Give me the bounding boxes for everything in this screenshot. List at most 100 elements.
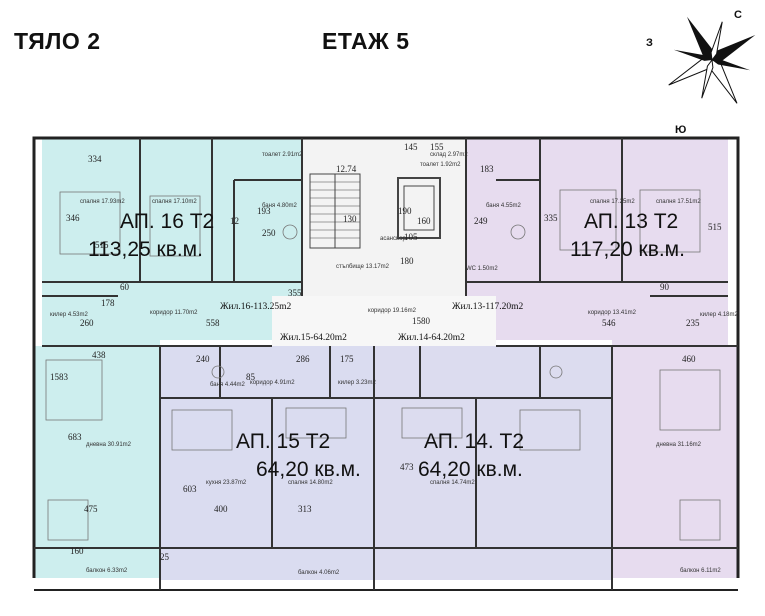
dimension-label: 235 xyxy=(686,318,700,328)
dimension-label: 603 xyxy=(183,484,197,494)
room-notes: спалня 17.93m2 спалня 17.10m2 баня 4.80m2 т… xyxy=(50,152,738,576)
ap15-title: АП. 15 Т2 xyxy=(236,430,330,453)
corridor-label-16: Жил.16-113.25m2 xyxy=(220,302,292,312)
dimension-label: 90 xyxy=(660,282,670,292)
dimension-label: 12 xyxy=(230,216,239,226)
room-note: килер 4.18m2 xyxy=(700,312,738,318)
dimension-label: 180 xyxy=(400,256,414,266)
dimension-labels: 334 346 515 558 178 260 250 193 355 438 12.74 130 16… xyxy=(50,142,722,562)
room-note: спалня 14.80m2 xyxy=(288,480,333,486)
room-note: коридор 11.70m2 xyxy=(150,310,198,316)
room-note: балкон 4.06m2 xyxy=(298,570,340,576)
ap14-zone[interactable] xyxy=(374,346,612,580)
ap15-zone[interactable] xyxy=(160,346,374,580)
room-note: стълбище 13.17m2 xyxy=(336,264,390,270)
room-note: дневна 31.16m2 xyxy=(656,442,702,448)
room-note: килер 4.53m2 xyxy=(50,312,88,318)
compass-rose xyxy=(668,16,756,104)
outer-walls xyxy=(32,136,740,591)
dimension-label: 1583 xyxy=(50,372,69,382)
interior-walls xyxy=(34,138,738,590)
dimension-label: 60 xyxy=(120,282,130,292)
corridor-label-14: Жил.14-64.20m2 xyxy=(398,333,465,343)
dimension-label: 130 xyxy=(343,214,357,224)
room-note: тоалет 2.91m2 xyxy=(262,152,303,158)
dimension-label: 85 xyxy=(246,372,256,382)
ap13-area: 117,20 кв.м. xyxy=(570,238,685,261)
dimension-label: 438 xyxy=(92,350,106,360)
room-note: баня 4.44m2 xyxy=(210,382,246,388)
dimension-label: 683 xyxy=(68,432,82,442)
ap14-title: АП. 14. Т2 xyxy=(424,430,524,453)
dimension-label: 1580 xyxy=(412,316,431,326)
dimension-label: 473 xyxy=(400,462,414,472)
corridor-label-13: Жил.13-117.20m2 xyxy=(452,302,524,312)
room-note: асансьор xyxy=(380,236,406,242)
room-note: килер 3.23m2 xyxy=(338,380,376,386)
dimension-label: 190 xyxy=(398,206,412,216)
corridor-zone xyxy=(272,296,496,346)
dimension-label: 12.74 xyxy=(336,164,357,174)
compass-north-letter: С xyxy=(734,9,742,21)
room-note: коридор 4.91m2 xyxy=(250,380,295,386)
dimension-label: 105 xyxy=(404,232,418,242)
dimension-label: 346 xyxy=(66,213,80,223)
room-note: коридор 13.41m2 xyxy=(588,310,637,316)
dimension-label: 249 xyxy=(474,216,488,226)
room-note: дневна 30.91m2 xyxy=(86,442,132,448)
dimension-label: 155 xyxy=(430,142,444,152)
room-note: спалня 17.10m2 xyxy=(152,199,197,205)
floor-label: ЕТАЖ 5 xyxy=(322,28,410,54)
dimension-label: 145 xyxy=(404,142,418,152)
dimension-label: 515 xyxy=(708,222,722,232)
room-note: баня 4.80m2 xyxy=(262,203,298,209)
dimension-label: 183 xyxy=(480,164,494,174)
dimension-label: 335 xyxy=(544,213,558,223)
dimension-label: 178 xyxy=(101,298,115,308)
dimension-label: 250 xyxy=(262,228,276,238)
stairwell xyxy=(309,173,441,249)
dimension-label: 546 xyxy=(602,318,616,328)
ap16-title: АП. 16 Т2 xyxy=(120,210,214,233)
room-note: баня 4.55m2 xyxy=(486,203,522,209)
ap16-living-zone[interactable] xyxy=(34,346,160,578)
dimension-label: 460 xyxy=(682,354,696,364)
ap14-area: 64,20 кв.м. xyxy=(418,458,523,481)
ap13-title: АП. 13 Т2 xyxy=(584,210,678,233)
dimension-label: 260 xyxy=(80,318,94,328)
corridor-label-15: Жил.15-64.20m2 xyxy=(280,333,347,343)
dimension-label: 334 xyxy=(88,154,102,164)
compass-west-letter: З xyxy=(646,37,653,49)
ap16-zone[interactable] xyxy=(42,138,302,346)
dimension-label: 313 xyxy=(298,504,312,514)
dimension-label: 355 xyxy=(288,288,302,298)
stairwell-zone xyxy=(302,138,466,296)
dimension-label: 25 xyxy=(160,552,170,562)
apartment-labels: АП. 16 Т2 113,25 кв.м. АП. 13 Т2 117,20 … xyxy=(88,210,685,481)
room-note: кухня 23.87m2 xyxy=(206,480,247,486)
room-note: спалня 14.74m2 xyxy=(430,480,475,486)
elevator-shaft xyxy=(397,177,441,239)
room-note: спалня 17.25m2 xyxy=(590,199,635,205)
room-note: спалня 17.93m2 xyxy=(80,199,125,205)
compass-south-letter: Ю xyxy=(675,124,686,136)
dimension-label: 193 xyxy=(257,206,271,216)
dimension-label: 515 xyxy=(95,240,109,250)
dimension-label: 475 xyxy=(84,504,98,514)
dimension-label: 175 xyxy=(340,354,354,364)
dimension-label: 400 xyxy=(214,504,228,514)
room-note: WC 1.50m2 xyxy=(466,266,498,272)
room-note: склад 2.97m2 xyxy=(430,152,468,158)
dimension-label: 558 xyxy=(206,318,220,328)
building-label: ТЯЛО 2 xyxy=(14,28,101,54)
dimension-label: 240 xyxy=(196,354,210,364)
room-note: балкон 6.33m2 xyxy=(86,568,128,574)
ap15-area: 64,20 кв.м. xyxy=(256,458,361,481)
dimension-label: 160 xyxy=(70,546,84,556)
room-note: тоалет 1.92m2 xyxy=(420,162,461,168)
room-note: балкон 6.11m2 xyxy=(680,568,721,574)
room-note: коридор 19.16m2 xyxy=(368,308,417,314)
ap13-living-zone[interactable] xyxy=(612,346,738,578)
ap16-area: 113,25 кв.м. xyxy=(88,238,203,261)
